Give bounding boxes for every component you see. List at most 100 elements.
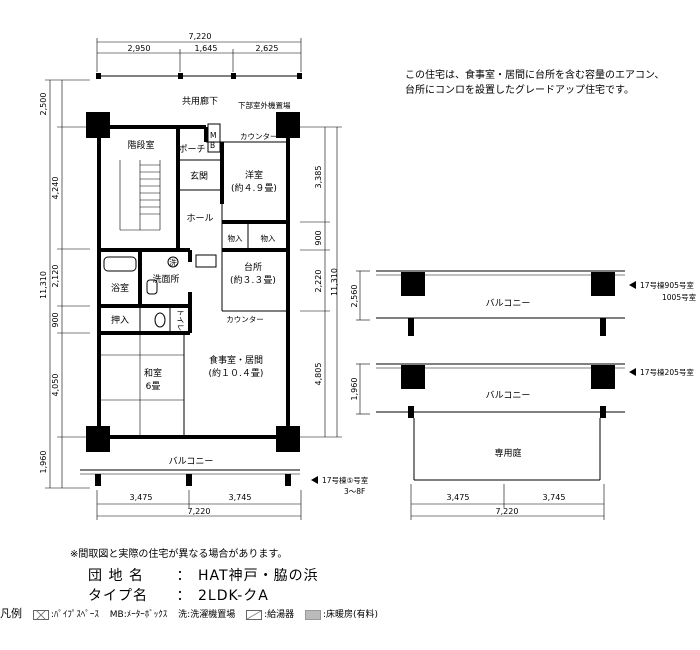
dim-right-3: 2,220	[314, 270, 323, 293]
label-corridor: 共用廊下	[182, 95, 218, 107]
dim-side-b: 1,960	[350, 378, 359, 401]
dim-top-part-2: 1,645	[195, 44, 218, 53]
legend-label-1: :ﾊﾟｲﾌﾟｽﾍﾟｰｽ	[50, 610, 99, 620]
side-plan	[356, 270, 625, 520]
label-oshiire: 押入	[111, 314, 129, 326]
main-balcony	[80, 469, 300, 486]
dim-top-total: 7,220	[189, 32, 212, 41]
legend-item-floor-heating: :床暖房(有料)	[305, 607, 378, 620]
label-washer-mark: 洗	[169, 257, 177, 267]
label-western-size: (約４.９畳)	[231, 182, 277, 194]
label-mb-b: B	[210, 141, 215, 150]
type-name-row: タイプ名 ： 2LDK-クA	[88, 585, 269, 605]
left-dimension-lines	[45, 79, 90, 489]
dim-left-2: 4,240	[51, 177, 60, 200]
dim-right-total: 11,310	[330, 268, 339, 296]
label-side-balcony-b: バルコニー	[486, 390, 531, 401]
water-heater-icon	[246, 609, 263, 620]
dim-side-a: 2,560	[350, 285, 359, 308]
label-unit-main-2: 3～8F	[344, 487, 365, 496]
label-closet-1: 物入	[228, 233, 243, 243]
legend-label-5: :床暖房(有料)	[323, 610, 379, 620]
dim-top-part-1: 2,950	[128, 44, 151, 53]
label-closet-2: 物入	[261, 233, 276, 243]
dim-left-total: 11,310	[39, 271, 48, 299]
type-label: タイプ名	[88, 588, 148, 604]
pointer-arrow-icon	[311, 476, 318, 484]
legend-label-3: 洗:洗濯機置場	[178, 610, 236, 620]
floor-plan-drawing: 7,220 2,950 1,645 2,625 2,500 4,240 2,12…	[39, 32, 697, 520]
label-dining-size: (約１０.４畳)	[209, 367, 264, 379]
label-dining: 食事室・居間	[209, 354, 263, 366]
dim-right-2: 900	[314, 230, 323, 245]
label-counter-mid: カウンター	[226, 315, 264, 324]
legend-item-meter-box: MB:ﾒｰﾀｰﾎﾞｯｸｽ	[110, 607, 167, 620]
label-outdoor-unit: 下部室外機置場	[238, 100, 291, 110]
note-line-1: この住宅は、食事室・居間に台所を含む容量のエアコン、	[405, 70, 665, 81]
floor-heating-icon	[305, 609, 321, 620]
dim-left-1: 2,500	[39, 93, 48, 116]
dim-side-bottom-total: 7,220	[496, 507, 519, 516]
pointer-arrow-icon	[629, 281, 636, 289]
legend-label-4: :給湯器	[264, 610, 295, 620]
legend-label-2: MB:ﾒｰﾀｰﾎﾞｯｸｽ	[109, 610, 168, 620]
label-unit-bal-a-1: 17号棟905号室	[640, 280, 694, 290]
label-unit-main-1: 17号棟⑤号室	[322, 475, 369, 485]
label-western-room: 洋室	[245, 169, 263, 181]
label-side-balcony-a: バルコニー	[486, 298, 531, 309]
type-sep: ：	[176, 588, 192, 604]
tatami-grid	[99, 333, 184, 437]
dim-left-6: 1,960	[39, 451, 48, 474]
dim-right-4: 4,805	[314, 363, 323, 386]
legend-item-water-heater: :給湯器	[246, 607, 294, 620]
label-stairs: 階段室	[127, 139, 154, 151]
label-japanese-room: 和室	[144, 367, 162, 379]
complex-label: 団 地 名	[88, 568, 144, 584]
legend: 凡例 :ﾊﾟｲﾌﾟｽﾍﾟｰｽ MB:ﾒｰﾀｰﾎﾞｯｸｽ 洗:洗濯機置場 :給湯器…	[0, 605, 386, 621]
label-kitchen-size: (約３.３畳)	[230, 274, 276, 286]
note-line-2: 台所にコンロを設置したグレードアップ住宅です。	[405, 85, 634, 96]
complex-name-row: 団 地 名 ： HAT神戸・脇の浜	[88, 565, 319, 585]
fixtures	[103, 123, 221, 328]
dim-top-part-3: 2,625	[256, 44, 279, 53]
label-entrance: 玄関	[190, 170, 208, 182]
label-counter-top: カウンター	[240, 132, 278, 141]
dim-bottom-total: 7,220	[188, 507, 211, 516]
label-porch: ポーチ	[178, 144, 205, 155]
right-dimension-lines	[300, 126, 342, 438]
label-balcony: バルコニー	[169, 456, 214, 467]
bottom-dimension-lines	[96, 490, 302, 520]
dim-left-5: 4,050	[51, 374, 60, 397]
legend-item-washer: 洗:洗濯機置場	[178, 607, 235, 620]
label-japanese-size: 6畳	[146, 381, 161, 392]
label-unit-bal-b: 17号棟205号室	[640, 367, 694, 377]
label-hall: ホール	[186, 213, 213, 224]
dim-bottom-part-1: 3,475	[130, 493, 153, 502]
dim-left-3: 2,120	[51, 265, 60, 288]
dim-bottom-part-2: 3,745	[229, 493, 252, 502]
staircase	[119, 160, 161, 231]
label-unit-bal-a-2: 1005号室	[662, 292, 697, 302]
dim-side-bottom-2: 3,745	[543, 493, 566, 502]
legend-title: 凡例	[0, 607, 22, 620]
top-dimension-lines	[96, 38, 302, 79]
disclaimer: ※間取図と実際の住宅が異なる場合があります。	[70, 549, 288, 560]
dim-side-bottom-1: 3,475	[447, 493, 470, 502]
pipe-space-icon	[32, 609, 49, 620]
dim-right-1: 3,385	[314, 166, 323, 189]
label-side-garden: 専用庭	[494, 447, 521, 459]
label-washroom: 洗面所	[152, 273, 179, 285]
notes-block: この住宅は、食事室・居間に台所を含む容量のエアコン、 台所にコンロを設置したグレ…	[405, 68, 695, 98]
main-walls	[97, 125, 290, 439]
dim-left-4: 900	[51, 312, 60, 327]
label-toilet: トイレ	[176, 309, 185, 332]
label-mb-m: M	[210, 131, 216, 140]
pointer-arrow-icon	[629, 368, 636, 376]
complex-sep: ：	[176, 568, 192, 584]
legend-item-pipe-space: :ﾊﾟｲﾌﾟｽﾍﾟｰｽ	[32, 607, 99, 620]
complex-value: HAT神戸・脇の浜	[198, 568, 319, 584]
label-bath: 浴室	[111, 282, 129, 294]
main-columns	[86, 112, 300, 452]
label-kitchen: 台所	[244, 261, 262, 273]
type-value: 2LDK-クA	[198, 588, 269, 604]
